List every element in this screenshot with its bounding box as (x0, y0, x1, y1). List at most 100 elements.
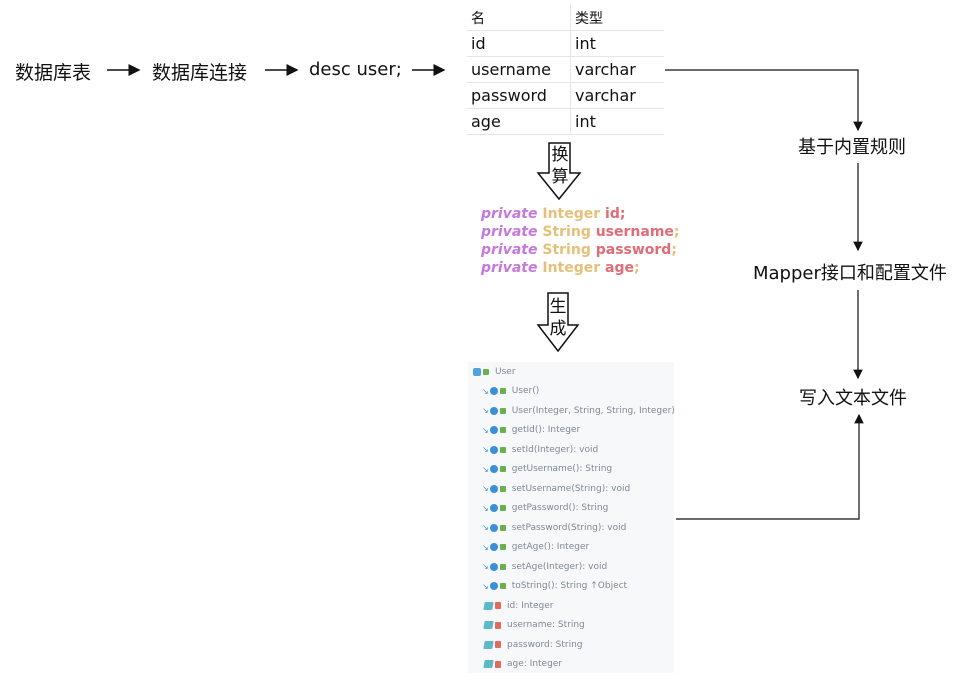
structure-method-label: getUsername(): String (511, 464, 613, 474)
structure-method-label: toString(): String ↑Object (511, 581, 628, 591)
override-icon: ↘ (482, 562, 489, 571)
flow-step-write-text-file: 写入文本文件 (799, 388, 907, 409)
structure-method-item[interactable]: ↘setPassword(String): void (482, 518, 626, 537)
structure-method-item[interactable]: ↘setUsername(String): void (482, 479, 630, 498)
code-type: Integer (542, 260, 601, 276)
public-icon (483, 368, 489, 375)
convert-block-arrow (536, 142, 582, 201)
flow-step-mapper-config: Mapper接口和配置文件 (753, 263, 947, 284)
cell-name: id (467, 30, 571, 57)
public-icon (499, 583, 506, 589)
arrow-structure-to-write (676, 413, 864, 520)
code-keyword: private (481, 260, 538, 276)
structure-method-item[interactable]: ↘ setId(Integer): void (482, 440, 598, 459)
code-field-name: password (595, 242, 672, 258)
field-icon (483, 660, 494, 668)
class-icon (473, 367, 481, 376)
private-lock-icon (495, 602, 501, 609)
code-field-name: username (595, 224, 674, 240)
code-line: private String password; (481, 241, 680, 259)
structure-method-item[interactable]: ↘ getPassword(): String (482, 499, 608, 518)
code-keyword: private (481, 224, 538, 240)
structure-field-label: age: Integer (507, 659, 563, 669)
structure-method-item[interactable]: ↘ User(Integer, String, String, Integer) (482, 401, 675, 420)
generate-block-arrow (536, 292, 580, 353)
structure-field-item[interactable]: age: Integer (483, 655, 563, 674)
public-icon (499, 505, 506, 511)
method-icon (489, 582, 498, 590)
code-field-name: age (605, 260, 635, 276)
method-icon (489, 523, 498, 532)
generate-label: 生成 (549, 297, 567, 339)
table-header-row: 名 类型 (467, 5, 664, 31)
override-icon: ↘ (482, 425, 489, 435)
code-keyword: private (481, 242, 538, 258)
public-icon (499, 388, 506, 394)
structure-field-item[interactable]: password: String (483, 635, 582, 654)
structure-method-label: setPassword(String): void (511, 522, 627, 533)
structure-method-label: User(Integer, String, String, Integer) (511, 405, 675, 416)
arrow-table-to-rule (665, 69, 863, 132)
structure-method-item[interactable]: ↘toString(): String ↑Object (482, 577, 627, 596)
code-semicolon: ; (671, 242, 677, 258)
structure-method-item[interactable]: ↘ getUsername(): String (482, 460, 612, 479)
desc-result-table: 名 类型 id int username varchar password va… (467, 5, 664, 135)
flow-step-db-connection: 数据库连接 (152, 62, 248, 84)
override-icon: ↘ (482, 503, 489, 513)
cell-type: varchar (570, 56, 664, 83)
cell-type: varchar (570, 82, 664, 109)
table-row: id int (467, 30, 664, 57)
structure-method-label: setUsername(String): void (511, 483, 631, 494)
structure-class-item[interactable]: User (473, 362, 516, 381)
code-line: private Integer id; (481, 205, 680, 223)
structure-field-item[interactable]: id: Integer (483, 596, 554, 615)
class-structure-panel: User ↘ User() ↘ User(Integer, String, Strin… (468, 362, 675, 674)
code-semicolon: ; (673, 224, 680, 240)
convert-label: 换算 (551, 145, 569, 187)
override-icon: ↘ (482, 406, 489, 415)
field-icon (483, 640, 494, 649)
cell-name: age (467, 108, 571, 135)
structure-method-item[interactable]: ↘ User() (482, 382, 539, 401)
public-icon (499, 466, 506, 472)
public-icon (499, 407, 506, 414)
method-icon (489, 445, 498, 454)
private-lock-icon (495, 641, 501, 648)
public-icon (499, 563, 506, 570)
structure-method-item[interactable]: ↘setAge(Integer): void (482, 557, 607, 576)
method-icon (489, 406, 498, 415)
structure-method-label: User() (511, 386, 540, 396)
table-row: username varchar (467, 56, 664, 83)
field-icon (483, 621, 494, 629)
structure-class-name: User (495, 366, 516, 377)
header-name: 名 (467, 5, 571, 31)
structure-method-label: getId(): Integer (511, 425, 581, 435)
method-icon (489, 504, 498, 512)
public-icon (499, 427, 506, 433)
header-type: 类型 (570, 5, 664, 31)
structure-method-item[interactable]: ↘ getId(): Integer (482, 421, 580, 440)
structure-method-label: setId(Integer): void (511, 444, 599, 455)
override-icon: ↘ (482, 464, 489, 474)
cell-name: username (467, 56, 571, 83)
table-row: age int (467, 108, 664, 135)
code-keyword: private (481, 206, 538, 222)
code-line: private String username; (481, 223, 680, 241)
flow-step-desc-command: desc user; (309, 59, 402, 80)
override-icon: ↘ (482, 386, 489, 396)
private-lock-icon (495, 621, 501, 629)
override-icon: ↘ (482, 445, 489, 454)
override-icon: ↘ (482, 542, 489, 552)
structure-field-label: id: Integer (507, 600, 554, 611)
public-icon (499, 524, 506, 531)
generated-fields-code: private Integer id; private String usern… (481, 205, 680, 277)
code-type: String (542, 242, 591, 258)
structure-method-item[interactable]: ↘ getAge(): Integer (482, 538, 589, 557)
structure-method-label: getAge(): Integer (511, 542, 590, 552)
structure-field-item[interactable]: username: String (483, 616, 585, 635)
method-icon (489, 387, 498, 395)
private-lock-icon (495, 660, 501, 668)
code-semicolon: ; (634, 260, 640, 276)
structure-method-label: getPassword(): String (511, 503, 609, 513)
